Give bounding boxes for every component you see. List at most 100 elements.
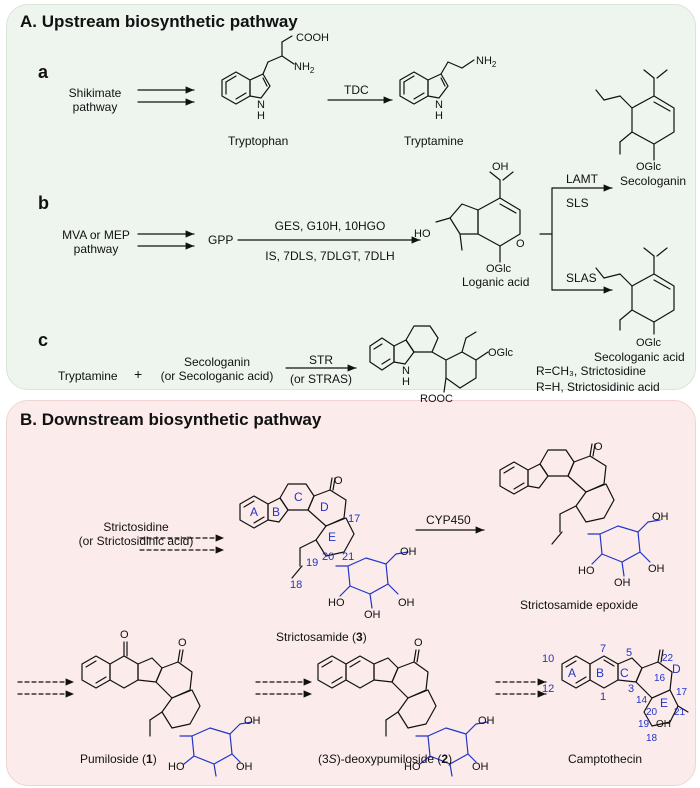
tryptamine-structure — [399, 59, 475, 105]
nh2-sub: 2 — [309, 66, 315, 76]
c3-num: 3 — [356, 630, 363, 644]
deoxy-oh-top: OH — [478, 715, 495, 727]
step-b-label: b — [38, 193, 49, 213]
enzyme-str-below: (or STRAS) — [289, 372, 352, 386]
cpt-atom-14: 14 — [636, 695, 648, 706]
c2-pre: (3 — [318, 752, 329, 766]
n-atom: N — [257, 99, 265, 111]
pumiloside-oh-top: OH — [244, 715, 261, 727]
enzymes-top: GES, G10H, 10HGO — [274, 219, 386, 233]
deoxy-oh-right: OH — [472, 761, 489, 773]
epoxide-o: O — [594, 441, 603, 453]
loganic-oh: OH — [492, 161, 509, 173]
cpt-atom-5: 5 — [626, 647, 633, 659]
mva-line1: MVA or MEP — [62, 228, 130, 242]
pumiloside-ho: HO — [168, 761, 185, 773]
strictosidine-start: Strictosidine (or Strictosidinic acid) — [66, 520, 206, 548]
arrow-a1 — [137, 86, 195, 106]
dashed-arrow-4 — [495, 678, 547, 698]
b-start-line1: Strictosidine — [103, 520, 169, 534]
cpt-atom-16: 16 — [654, 673, 666, 684]
cpt-atom-21: 21 — [674, 707, 686, 718]
cpt-ring-c: C — [620, 666, 629, 680]
secologanic-acid-structure — [595, 247, 675, 335]
cpt-atom-1: 1 — [600, 691, 607, 703]
enzyme-tdc: TDC — [344, 83, 369, 97]
c2-name: )-deoxypumiloside ( — [336, 752, 442, 766]
secologanic-oglc: OGlc — [636, 337, 662, 349]
cpt-ring-b: B — [596, 666, 605, 680]
epoxide-ho: HO — [578, 565, 595, 577]
shikimate-line2: pathway — [72, 100, 118, 114]
camptothecin-name: Camptothecin — [568, 752, 643, 766]
cpt-ring-e: E — [660, 696, 669, 710]
enzyme-sls: SLS — [566, 196, 589, 210]
c2-close: ) — [448, 752, 453, 766]
nh2-label-trp: NH2 — [294, 60, 314, 78]
reactant-secologanin: Secologanin (or Secologanic acid) — [152, 355, 282, 383]
pumiloside-oh-right: OH — [236, 761, 253, 773]
strictosidine-structure — [369, 325, 489, 393]
c2-s: S — [328, 752, 337, 766]
dashed-arrow-1 — [139, 534, 225, 554]
cpt-atom-3: 3 — [628, 683, 635, 695]
ring-e: E — [328, 530, 337, 544]
tryptophan-structure — [221, 35, 295, 105]
glucose-1 — [179, 721, 253, 777]
cpt-atom-20: 20 — [646, 707, 658, 718]
nh2b-text: NH — [476, 55, 492, 67]
strictosamide-name: Strictosamide (3) — [276, 630, 367, 644]
c1-name: Pumiloside ( — [80, 752, 147, 766]
pumiloside-name: Pumiloside (1) — [80, 752, 157, 766]
loganic-acid-name: Loganic acid — [462, 275, 530, 289]
b-start-line2: (or Strictosidinic acid) — [78, 534, 194, 548]
ring-b: B — [272, 505, 281, 519]
h-atom: H — [257, 110, 265, 122]
strictosamide-ho: HO — [328, 597, 345, 609]
strictosamide-structure — [239, 477, 355, 579]
cpt-ring-a: A — [568, 666, 577, 680]
mva-line2: pathway — [73, 242, 119, 256]
epoxide-structure — [499, 443, 615, 545]
cpt-oh: OH — [656, 719, 671, 730]
enzyme-lamt: LAMT — [566, 172, 599, 186]
strictosamide-o: O — [334, 475, 343, 487]
atom-18: 18 — [290, 579, 303, 591]
deoxypumiloside-name: (3S)-deoxypumiloside (2) — [318, 752, 452, 766]
branch-connector — [539, 184, 613, 294]
strictosamide-oh-bottom: OH — [364, 609, 381, 621]
secologanin-name: Secologanin — [620, 174, 687, 188]
reactant2-line2: (or Secologanic acid) — [160, 369, 274, 383]
downstream-panel — [6, 400, 696, 786]
epoxide-name: Strictosamide epoxide — [520, 598, 639, 612]
plus-sign: + — [134, 366, 143, 382]
loganic-ho: HO — [414, 228, 431, 240]
n-atom-b: N — [435, 99, 443, 111]
pumiloside-structure — [81, 641, 201, 737]
enzyme-cyp450: CYP450 — [426, 513, 471, 527]
enzymes-bottom: IS, 7DLS, 7DLGT, 7DLH — [265, 249, 395, 263]
tryptophan-name: Tryptophan — [228, 134, 289, 148]
nh2-label-tpa: NH2 — [476, 54, 496, 72]
strictosamide-oh-right: OH — [398, 597, 415, 609]
strictosidine-r-ch3: R=CH₃, Strictosidine — [536, 364, 646, 378]
atom-20: 20 — [322, 551, 335, 563]
cooh-label: COOH — [296, 32, 329, 44]
dashed-arrow-3 — [255, 678, 313, 698]
strictosidinic-r-h: R=H, Strictosidinic acid — [536, 380, 660, 394]
enzyme-slas: SLAS — [566, 271, 597, 285]
c2-num: 2 — [441, 752, 449, 766]
glucose-2 — [415, 721, 489, 777]
c3-name: Strictosamide ( — [276, 630, 357, 644]
shikimate-line1: Shikimate — [68, 86, 122, 100]
shikimate-label: Shikimate pathway — [60, 86, 130, 114]
epoxide-oh-bottom: OH — [614, 577, 631, 589]
cpt-atom-18: 18 — [646, 733, 658, 744]
cpt-atom-17: 17 — [676, 687, 688, 698]
cpt-atom-22: 22 — [662, 653, 674, 664]
deoxy-o-lactam: O — [414, 637, 423, 649]
